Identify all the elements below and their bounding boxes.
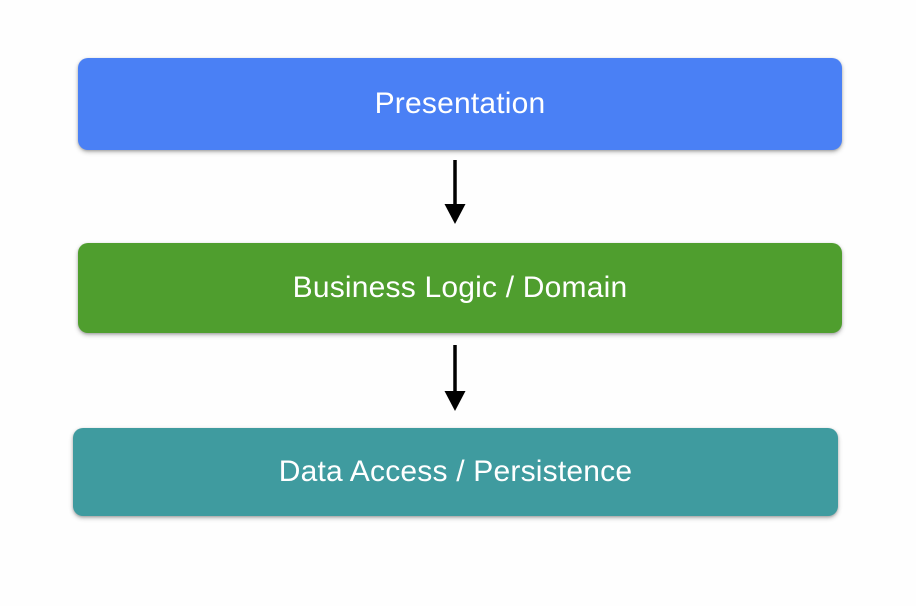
layer-label-presentation: Presentation [374, 87, 546, 120]
layer-label-business-logic: Business Logic / Domain [292, 271, 628, 304]
arrow-presentation-to-business-logic [440, 160, 470, 226]
layer-box-business-logic[interactable]: Business Logic / Domain [78, 243, 842, 333]
arrow-business-logic-to-data-access [440, 345, 470, 413]
layer-label-data-access: Data Access / Persistence [278, 455, 633, 488]
layer-box-data-access[interactable]: Data Access / Persistence [73, 428, 838, 516]
layer-box-presentation[interactable]: Presentation [78, 58, 842, 150]
